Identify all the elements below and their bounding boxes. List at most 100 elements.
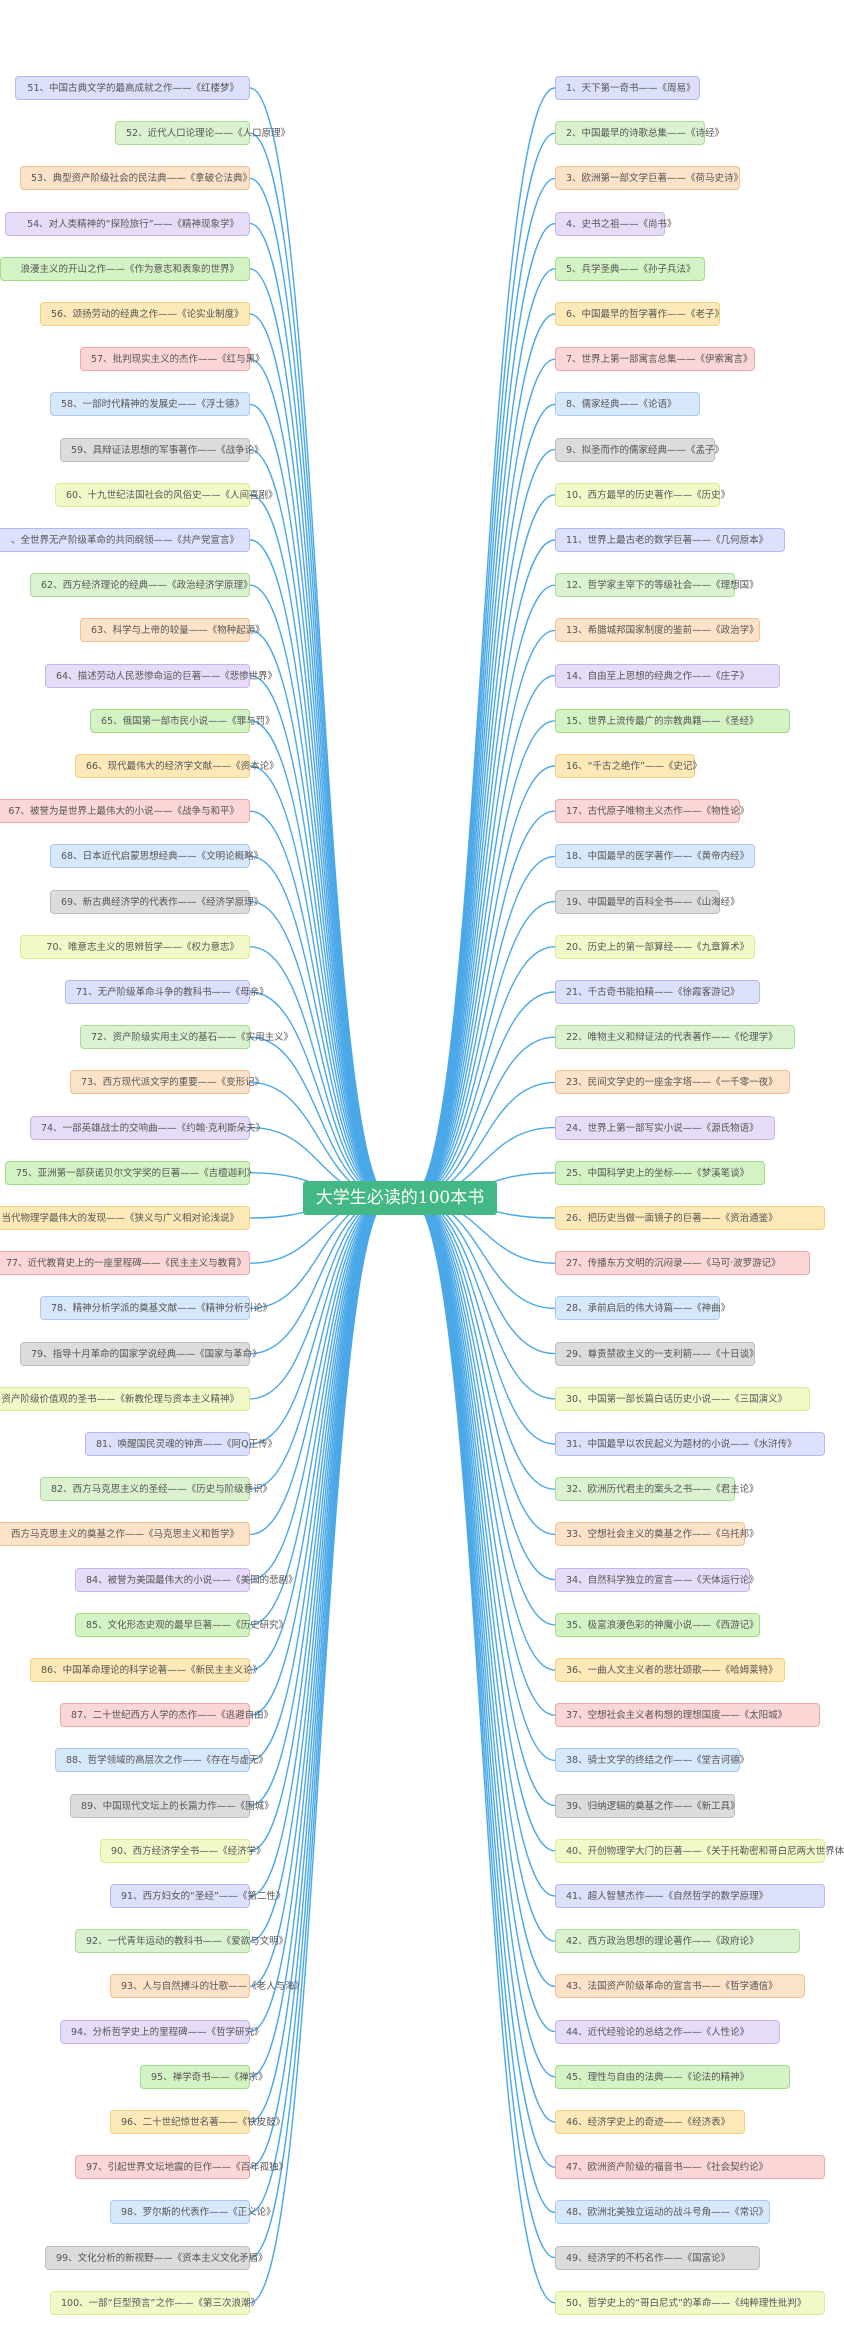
left-branch-item[interactable]: 82、西方马克思主义的圣经——《历史与阶级意识》 [40, 1477, 272, 1502]
right-branch-item[interactable]: 3、欧洲第一部文学巨著——《荷马史诗》 [555, 166, 743, 191]
left-branch-item[interactable]: 94、分析哲学史上的里程碑——《哲学研究》 [60, 2019, 264, 2044]
right-branch-item[interactable]: 37、空想社会主义者构想的理想国度——《太阳城》 [555, 1703, 820, 1728]
left-branch-item[interactable]: 96、二十世纪惊世名著——《铁皮鼓》 [110, 2110, 285, 2134]
left-branch-item[interactable]: 54、对人类精神的“探险旅行”——《精神现象学》 [5, 211, 250, 236]
left-branch-item[interactable]: 69、新古典经济学的代表作——《经济学原理》 [50, 889, 263, 914]
right-branch-item[interactable]: 49、经济学的不朽名作——《国富论》 [555, 2245, 760, 2270]
right-branch-item[interactable]: 22、唯物主义和辩证法的代表著作——《伦理学》 [555, 1025, 795, 1050]
left-branch-item[interactable]: 66、现代最伟大的经济学文献——《资本论》 [75, 754, 279, 778]
left-branch-item[interactable]: 100、一部“巨型预言”之作——《第三次浪潮》 [50, 2290, 260, 2315]
left-branch-item[interactable]: 79、指导十月革命的国家学说经典——《国家与革命》 [20, 1341, 262, 1366]
left-branch-item[interactable]: 74、一部英雄战士的交响曲——《约翰·克利斯朵夫》 [30, 1115, 265, 1140]
right-branch-item[interactable]: 10、西方最早的历史著作——《历史》 [555, 482, 730, 507]
left-branch-item[interactable]: 56、颂扬劳动的经典之作——《论实业制度》 [40, 302, 250, 326]
left-branch-item[interactable]: 88、哲学领域的高层次之作——《存在与虚无》 [55, 1748, 268, 1773]
right-branch-item[interactable]: 39、归纳逻辑的奠基之作——《新工具》 [555, 1793, 740, 1818]
left-branch-item[interactable]: 93、人与自然搏斗的壮歌——《老人与海》 [110, 1974, 304, 1999]
left-branch-item[interactable]: 84、被誉为美国最伟大的小说——《美国的悲剧》 [75, 1567, 298, 1592]
right-branch-item[interactable]: 47、欧洲资产阶级的福音书——《社会契约论》 [555, 2155, 825, 2180]
right-branch-item[interactable]: 18、中国最早的医学著作——《黄帝内经》 [555, 844, 755, 869]
right-branch-item[interactable]: 7、世界上第一部寓言总集——《伊索寓言》 [555, 347, 755, 372]
right-branch-item[interactable]: 15、世界上流传最广的宗教典籍——《圣经》 [555, 708, 790, 733]
left-branch-item[interactable]: 89、中国现代文坛上的长篇力作——《围城》 [70, 1793, 274, 1818]
left-branch-item[interactable]: 68、日本近代启蒙思想经典——《文明论概略》 [50, 844, 263, 869]
left-branch-item[interactable]: 71、无产阶级革命斗争的教科书——《母亲》 [65, 980, 269, 1004]
left-branch-item[interactable]: 52、近代人口论理论——《人口原理》 [115, 121, 290, 146]
left-branch-item[interactable]: 65、俄国第一部市民小说——《罪与罚》 [90, 708, 275, 733]
left-branch-item[interactable]: 53、典型资产阶级社会的民法典——《拿破仑法典》 [20, 166, 252, 191]
left-branch-item[interactable]: 51、中国古典文学的最高成就之作——《红楼梦》 [15, 76, 250, 100]
left-branch-item[interactable]: 90、西方经济学全书——《经济学》 [100, 1838, 266, 1863]
left-branch-item[interactable]: 67、被誉为是世界上最伟大的小说——《战争与和平》 [0, 799, 250, 824]
right-branch-item[interactable]: 36、一曲人文主义者的悲壮颂歌——《哈姆莱特》 [555, 1658, 785, 1682]
right-branch-item[interactable]: 12、哲学家主宰下的等级社会——《理想国》 [555, 573, 759, 598]
left-branch-item[interactable]: 58、一部时代精神的发展史——《浮士德》 [50, 392, 250, 417]
right-branch-item[interactable]: 42、西方政治思想的理论著作——《政府论》 [555, 1929, 800, 1954]
right-branch-item[interactable]: 16、“千古之绝作”——《史记》 [555, 754, 702, 778]
right-branch-item[interactable]: 11、世界上最古老的数学巨著——《几何原本》 [555, 528, 785, 552]
right-branch-item[interactable]: 6、中国最早的哲学著作——《老子》 [555, 302, 724, 326]
left-branch-item[interactable]: 资产阶级价值观的圣书——《新教伦理与资本主义精神》 [0, 1386, 250, 1411]
left-branch-item[interactable]: 72、资产阶级实用主义的基石——《实用主义》 [80, 1025, 293, 1050]
left-branch-item[interactable]: 64、描述劳动人民悲惨命运的巨著——《悲惨世界》 [45, 663, 277, 688]
left-branch-item[interactable]: 91、西方妇女的“圣经”——《第二性》 [110, 1884, 285, 1908]
right-branch-item[interactable]: 27、传播东方文明的沉闷录——《马可·波罗游记》 [555, 1251, 810, 1276]
right-branch-item[interactable]: 41、超人智慧杰作——《自然哲学的数学原理》 [555, 1884, 825, 1908]
right-branch-item[interactable]: 14、自由至上思想的经典之作——《庄子》 [555, 663, 780, 688]
left-branch-item[interactable]: 98、罗尔斯的代表作——《正义论》 [110, 2200, 276, 2225]
left-branch-item[interactable]: 86、中国革命理论的科学论著——《新民主主义论》 [30, 1658, 262, 1682]
left-branch-item[interactable]: 73、西方现代派文学的重要——《变形记》 [70, 1070, 264, 1095]
right-branch-item[interactable]: 9、拟圣而作的儒家经典——《孟子》 [555, 437, 724, 462]
right-branch-item[interactable]: 5、兵学圣典——《孙子兵法》 [555, 256, 705, 281]
right-branch-item[interactable]: 44、近代经验论的总结之作——《人性论》 [555, 2019, 780, 2044]
right-branch-item[interactable]: 32、欧洲历代君主的案头之书——《君主论》 [555, 1477, 759, 1502]
right-branch-item[interactable]: 50、哲学史上的“哥白尼式”的革命——《纯粹理性批判》 [555, 2290, 825, 2315]
left-branch-item[interactable]: 75、亚洲第一部获诺贝尔文学奖的巨著——《吉檀迦利》 [5, 1160, 256, 1185]
left-branch-item[interactable]: 77、近代教育史上的一座里程碑——《民主主义与教育》 [0, 1251, 250, 1276]
right-branch-item[interactable]: 13、希腊城邦国家制度的鉴前——《政治学》 [555, 618, 760, 643]
right-branch-item[interactable]: 28、承前启后的伟大诗篇——《神曲》 [555, 1296, 730, 1321]
right-branch-item[interactable]: 30、中国第一部长篇白话历史小说——《三国演义》 [555, 1386, 810, 1411]
left-branch-item[interactable]: 60、十九世纪法国社会的风俗史——《人间喜剧》 [55, 482, 278, 507]
right-branch-item[interactable]: 4、史书之祖——《尚书》 [555, 211, 677, 236]
right-branch-item[interactable]: 38、骑士文学的终结之作——《堂吉诃德》 [555, 1748, 749, 1773]
left-branch-item[interactable]: 70、唯意志主义的思辨哲学——《权力意志》 [20, 934, 250, 959]
right-branch-item[interactable]: 19、中国最早的百科全书——《山海经》 [555, 889, 740, 914]
right-branch-item[interactable]: 17、古代原子唯物主义杰作——《物性论》 [555, 799, 749, 824]
left-branch-item[interactable]: 62、西方经济理论的经典——《政治经济学原理》 [30, 573, 253, 598]
right-branch-item[interactable]: 31、中国最早以农民起义为题材的小说——《水浒传》 [555, 1432, 825, 1456]
right-branch-item[interactable]: 46、经济学史上的奇迹——《经济表》 [555, 2110, 745, 2134]
right-branch-item[interactable]: 21、千古奇书能拍精——《徐霞客游记》 [555, 980, 760, 1004]
right-branch-item[interactable]: 25、中国科学史上的坐标——《梦溪笔谈》 [555, 1160, 765, 1185]
left-branch-item[interactable]: 当代物理学最伟大的发现——《狭义与广义相对论浅说》 [0, 1206, 250, 1230]
left-branch-item[interactable]: 57、批判现实主义的杰作——《红与黑》 [80, 347, 265, 372]
right-branch-item[interactable]: 8、儒家经典——《论语》 [555, 392, 700, 417]
right-branch-item[interactable]: 45、理性与自由的法典——《论法的精神》 [555, 2064, 790, 2089]
right-branch-item[interactable]: 40、开创物理学大门的巨著——《关于托勒密和哥白尼两大世界体 [555, 1838, 844, 1863]
central-topic[interactable]: 大学生必读的100本书 [303, 1181, 497, 1215]
left-branch-item[interactable]: 59、具辩证法思想的军事著作——《战争论》 [60, 437, 264, 462]
right-branch-item[interactable]: 48、欧洲北美独立运动的战斗号角——《常识》 [555, 2200, 770, 2225]
left-branch-item[interactable]: 85、文化形态史观的最早巨著——《历史研究》 [75, 1612, 288, 1637]
right-branch-item[interactable]: 1、天下第一奇书——《周易》 [555, 76, 700, 100]
right-branch-item[interactable]: 24、世界上第一部写实小说——《源氏物语》 [555, 1115, 775, 1140]
right-branch-item[interactable]: 43、法国资产阶级革命的宣言书——《哲学通信》 [555, 1974, 805, 1999]
right-branch-item[interactable]: 2、中国最早的诗歌总集——《诗经》 [555, 121, 724, 146]
left-branch-item[interactable]: 西方马克思主义的奠基之作——《马克思主义和哲学》 [0, 1522, 250, 1547]
left-branch-item[interactable]: 81、唤醒国民灵魂的钟声——《阿Q正传》 [85, 1432, 277, 1456]
right-branch-item[interactable]: 34、自然科学独立的宣言——《天体运行论》 [555, 1567, 759, 1592]
right-branch-item[interactable]: 29、尊贵禁欲主义的一支利箭——《十日谈》 [555, 1341, 759, 1366]
left-branch-item[interactable]: 63、科学与上帝的较量——《物种起源》 [80, 618, 265, 643]
left-branch-item[interactable]: 、全世界无产阶级革命的共同纲领——《共产党宣言》 [0, 528, 250, 552]
left-branch-item[interactable]: 97、引起世界文坛地震的巨作——《百年孤独》 [75, 2155, 288, 2180]
right-branch-item[interactable]: 33、空想社会主义的奠基之作——《乌托邦》 [555, 1522, 759, 1547]
right-branch-item[interactable]: 20、历史上的第一部算经——《九章算术》 [555, 934, 755, 959]
right-branch-item[interactable]: 26、把历史当做一面镜子的巨著——《资治通鉴》 [555, 1206, 825, 1230]
left-branch-item[interactable]: 78、精神分析学派的奠基文献——《精神分析引论》 [40, 1296, 272, 1321]
left-branch-item[interactable]: 浪漫主义的开山之作——《作为意志和表象的世界》 [0, 256, 250, 281]
left-branch-item[interactable]: 92、一代青年运动的教科书——《爱欲与文明》 [75, 1929, 288, 1954]
left-branch-item[interactable]: 99、文化分析的新视野——《资本主义文化矛盾》 [45, 2245, 268, 2270]
left-branch-item[interactable]: 87、二十世纪西方人学的杰作——《逃避自由》 [60, 1703, 273, 1728]
right-branch-item[interactable]: 35、极富浪漫色彩的神魔小说——《西游记》 [555, 1612, 760, 1637]
left-branch-item[interactable]: 95、禅学奇书——《禅宗》 [140, 2064, 268, 2089]
